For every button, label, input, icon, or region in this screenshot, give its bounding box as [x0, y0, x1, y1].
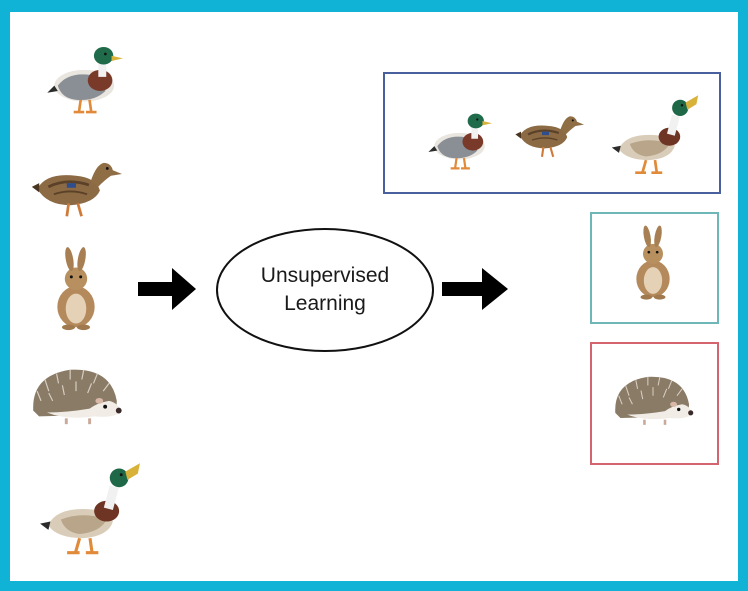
- hedgehog-cluster-box: [590, 342, 719, 465]
- output-arrow: [442, 268, 508, 310]
- input-mallard-hen-image: [30, 161, 122, 218]
- cluster-mallard-drake-image: [427, 112, 494, 170]
- process-label-line1: Unsupervised: [260, 264, 390, 287]
- process-label: Unsupervised Learning: [214, 226, 436, 354]
- rabbit-cluster-box: [590, 212, 719, 324]
- process-label-line2: Learning: [284, 292, 366, 315]
- input-hedgehog-image: [31, 368, 124, 426]
- input-rabbit-image: [57, 246, 95, 331]
- input-arrow: [138, 268, 196, 310]
- input-mallard-drake-calling-image: [38, 461, 142, 555]
- cluster-rabbit-image: [636, 225, 670, 300]
- cluster-hedgehog-image: [613, 375, 695, 427]
- cluster-mallard-drake-calling-image: [610, 93, 700, 175]
- process-node: Unsupervised Learning: [214, 226, 436, 354]
- duck-cluster-box: [383, 72, 721, 194]
- cluster-mallard-hen-image: [514, 114, 584, 159]
- input-mallard-drake-image: [45, 45, 125, 114]
